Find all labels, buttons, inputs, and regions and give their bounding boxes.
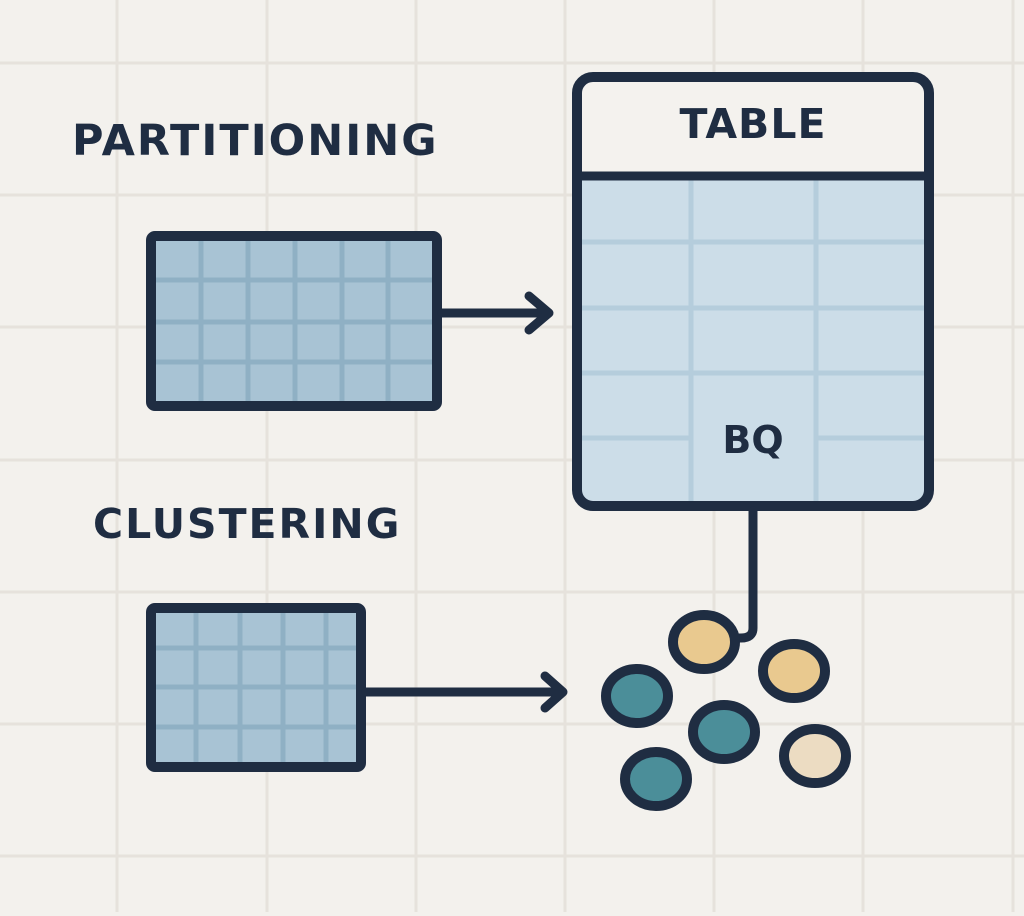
cluster-circles (601, 610, 851, 811)
cluster-circle-gold (668, 610, 740, 674)
cluster-circle-teal (601, 664, 673, 728)
arrow-right-icon (361, 671, 568, 713)
connector-line (729, 506, 758, 643)
cluster-circle-teal (620, 747, 692, 811)
table-header-label: TABLE (679, 100, 827, 148)
partitioned-table-icon (146, 231, 442, 411)
cluster-circle-beige (779, 724, 851, 788)
clustered-table-icon (146, 603, 366, 772)
cluster-circle-gold (758, 639, 830, 703)
arrow-right-icon (437, 291, 554, 335)
bq-badge-label: BQ (722, 418, 784, 462)
cluster-circle-teal (688, 700, 760, 764)
partitioning-title: PARTITIONING (72, 116, 439, 166)
clustering-title: CLUSTERING (93, 500, 402, 548)
bq-table-icon (572, 72, 934, 511)
